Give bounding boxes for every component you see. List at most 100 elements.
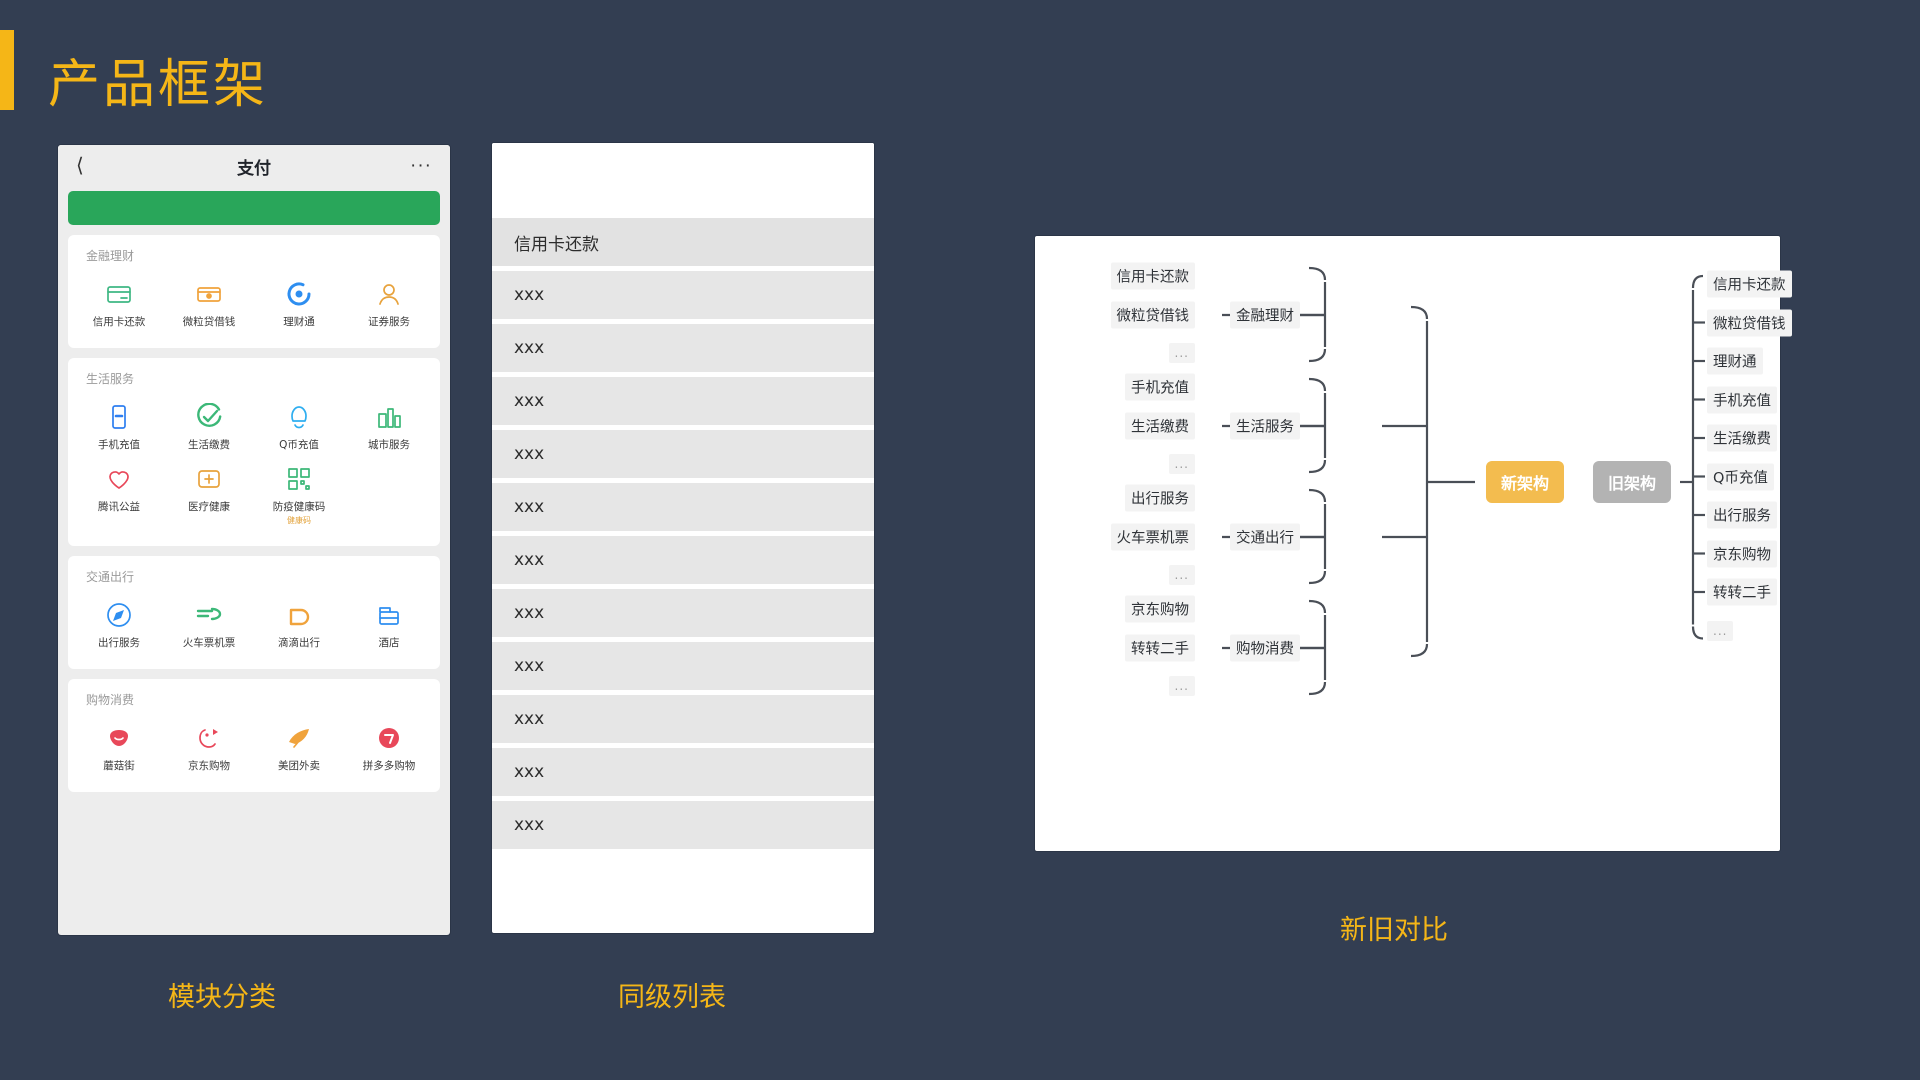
meituan-icon bbox=[284, 723, 314, 753]
phone-icon-grid: 手机充值生活缴费 Q币充值城市服务腾讯公益 医疗健康 防疫健康码健康码 bbox=[74, 395, 434, 532]
phone-app-label: 美团外卖 bbox=[278, 760, 320, 773]
phone-app-entry[interactable]: 理财通 bbox=[254, 272, 344, 334]
compass-icon bbox=[104, 600, 134, 630]
mindmap-old-leaf: 生活缴费 bbox=[1707, 424, 1777, 452]
mindmap-new-leaf: 京东购物 bbox=[1125, 595, 1195, 623]
phone-app-entry[interactable]: 医疗健康 bbox=[164, 457, 254, 532]
architecture-mindmap: 信用卡还款微粒贷借钱... 金融理财手机充值生活缴费... 生活服务出行服务火车票机… bbox=[1035, 236, 1792, 851]
didi-icon bbox=[284, 600, 314, 630]
mindmap-old-architecture-node: 旧架构 bbox=[1592, 461, 1672, 503]
phone-header: ⟨ 支付 ··· bbox=[58, 145, 450, 187]
promo-banner[interactable] bbox=[68, 191, 440, 225]
phone-charge-icon bbox=[104, 402, 134, 432]
phone-app-entry[interactable]: 酒店 bbox=[344, 593, 434, 655]
mindmap-old-leaf: 信用卡还款 bbox=[1707, 270, 1792, 298]
mindmap-new-leaf: 转转二手 bbox=[1125, 634, 1195, 662]
mindmap-group-label: 金融理财 bbox=[1230, 301, 1300, 329]
list-item[interactable]: xxx bbox=[492, 324, 874, 372]
list-item[interactable]: xxx bbox=[492, 430, 874, 478]
phone-app-entry[interactable]: Q币充值 bbox=[254, 395, 344, 457]
phone-app-entry[interactable]: 证券服务 bbox=[344, 272, 434, 334]
phone-app-entry[interactable]: 蘑菇街 bbox=[74, 716, 164, 778]
phone-app-entry[interactable]: 生活缴费 bbox=[164, 395, 254, 457]
list-item[interactable]: xxx bbox=[492, 589, 874, 637]
phone-app-label: 腾讯公益 bbox=[98, 501, 140, 514]
mindmap-new-leaf: 手机充值 bbox=[1125, 373, 1195, 401]
phone-app-entry[interactable]: 火车票机票 bbox=[164, 593, 254, 655]
list-item[interactable]: 信用卡还款 bbox=[492, 218, 874, 266]
mindmap-old-leaf: 出行服务 bbox=[1707, 501, 1777, 529]
phone-app-label: 火车票机票 bbox=[182, 637, 236, 650]
list-item[interactable]: xxx bbox=[492, 536, 874, 584]
phone-icon-grid: 信用卡还款 微粒贷借钱 理财通证券服务 bbox=[74, 272, 434, 334]
bill-pay-icon bbox=[194, 402, 224, 432]
list-item[interactable]: xxx bbox=[492, 483, 874, 531]
mindmap-old-leaf: 理财通 bbox=[1707, 347, 1763, 375]
mogujie-icon bbox=[104, 723, 134, 753]
mindmap-new-architecture-node: 新架构 bbox=[1485, 461, 1565, 503]
mindmap-new-leaf: ... bbox=[1168, 343, 1195, 363]
securities-icon bbox=[374, 279, 404, 309]
heart-charity-icon bbox=[104, 464, 134, 494]
phone-app-entry[interactable]: 京东购物 bbox=[164, 716, 254, 778]
mindmap-new-leaf: 生活缴费 bbox=[1125, 412, 1195, 440]
list-item[interactable]: xxx bbox=[492, 642, 874, 690]
mindmap-group-label: 生活服务 bbox=[1230, 412, 1300, 440]
mindmap-new-leaf: 出行服务 bbox=[1125, 484, 1195, 512]
phone-section-title: 交通出行 bbox=[86, 570, 135, 585]
mindmap-new-leaf: 信用卡还款 bbox=[1110, 262, 1195, 290]
phone-app-entry[interactable]: 滴滴出行 bbox=[254, 593, 344, 655]
mindmap-new-leaf: ... bbox=[1168, 454, 1195, 474]
phone-app-entry[interactable]: 信用卡还款 bbox=[74, 272, 164, 334]
phone-app-entry[interactable]: 城市服务 bbox=[344, 395, 434, 457]
phone-section-card: 金融理财信用卡还款微粒贷借钱理财通证券服务 bbox=[68, 235, 440, 349]
qcoin-icon bbox=[284, 402, 314, 432]
phone-app-sublabel: 健康码 bbox=[287, 516, 311, 526]
finance-circle-icon bbox=[284, 279, 314, 309]
phone-app-label: 信用卡还款 bbox=[92, 316, 146, 328]
phone-icon-grid: 出行服务 火车票机票 滴滴出行酒店 bbox=[74, 593, 434, 655]
phone-app-entry[interactable]: 美团外卖 bbox=[254, 716, 344, 778]
phone-app-entry[interactable]: 出行服务 bbox=[74, 593, 164, 655]
phone-app-entry[interactable]: 手机充值 bbox=[74, 395, 164, 457]
caption-sibling-list: 同级列表 bbox=[618, 982, 726, 1013]
jd-dog-icon bbox=[194, 723, 224, 753]
mindmap-old-leaf: 手机充值 bbox=[1707, 386, 1777, 413]
phone-app-entry[interactable]: 防疫健康码健康码 bbox=[254, 457, 344, 532]
list-item[interactable]: xxx bbox=[492, 271, 874, 319]
pinduoduo-icon bbox=[374, 723, 404, 753]
phone-section-title: 生活服务 bbox=[86, 372, 135, 387]
phone-app-label: 微粒贷借钱 bbox=[182, 316, 236, 328]
phone-app-label: 蘑菇街 bbox=[103, 760, 135, 773]
mindmap-new-leaf: 火车票机票 bbox=[1110, 523, 1195, 551]
mindmap-old-leaf: 京东购物 bbox=[1707, 540, 1777, 567]
list-item[interactable]: xxx bbox=[492, 801, 874, 849]
mindmap-old-leaf: Q币充值 bbox=[1707, 463, 1774, 490]
mindmap-group-label: 交通出行 bbox=[1230, 523, 1300, 551]
page-title: 产品框架 bbox=[48, 55, 269, 115]
mindmap-new-leaf: ... bbox=[1168, 676, 1195, 696]
phone-app-label: 出行服务 bbox=[98, 637, 140, 650]
phone-app-label: 京东购物 bbox=[188, 760, 230, 773]
mindmap-new-leaf: 微粒贷借钱 bbox=[1110, 301, 1195, 329]
phone-app-entry[interactable]: 微粒贷借钱 bbox=[164, 272, 254, 334]
phone-title: 支付 bbox=[237, 158, 271, 179]
medical-icon bbox=[194, 464, 224, 494]
phone-app-label: 医疗健康 bbox=[188, 501, 230, 514]
mindmap-old-leaf: ... bbox=[1707, 620, 1734, 641]
caption-old-new-comparison: 新旧对比 bbox=[1340, 915, 1448, 946]
list-item[interactable]: xxx bbox=[492, 748, 874, 796]
phone-app-label: 生活缴费 bbox=[188, 439, 230, 452]
phone-section-title: 购物消费 bbox=[86, 693, 135, 708]
list-item[interactable]: xxx bbox=[492, 695, 874, 743]
phone-app-label: 城市服务 bbox=[368, 439, 410, 452]
chevron-left-icon[interactable]: ⟨ bbox=[76, 155, 84, 177]
wallet-icon bbox=[194, 279, 224, 309]
ellipsis-icon[interactable]: ··· bbox=[410, 155, 432, 176]
phone-app-label: 防疫健康码 bbox=[272, 501, 326, 514]
list-item[interactable]: xxx bbox=[492, 377, 874, 425]
phone-app-entry[interactable]: 腾讯公益 bbox=[74, 457, 164, 532]
mindmap-group-label: 购物消费 bbox=[1230, 634, 1300, 662]
phone-app-entry[interactable]: 拼多多购物 bbox=[344, 716, 434, 778]
